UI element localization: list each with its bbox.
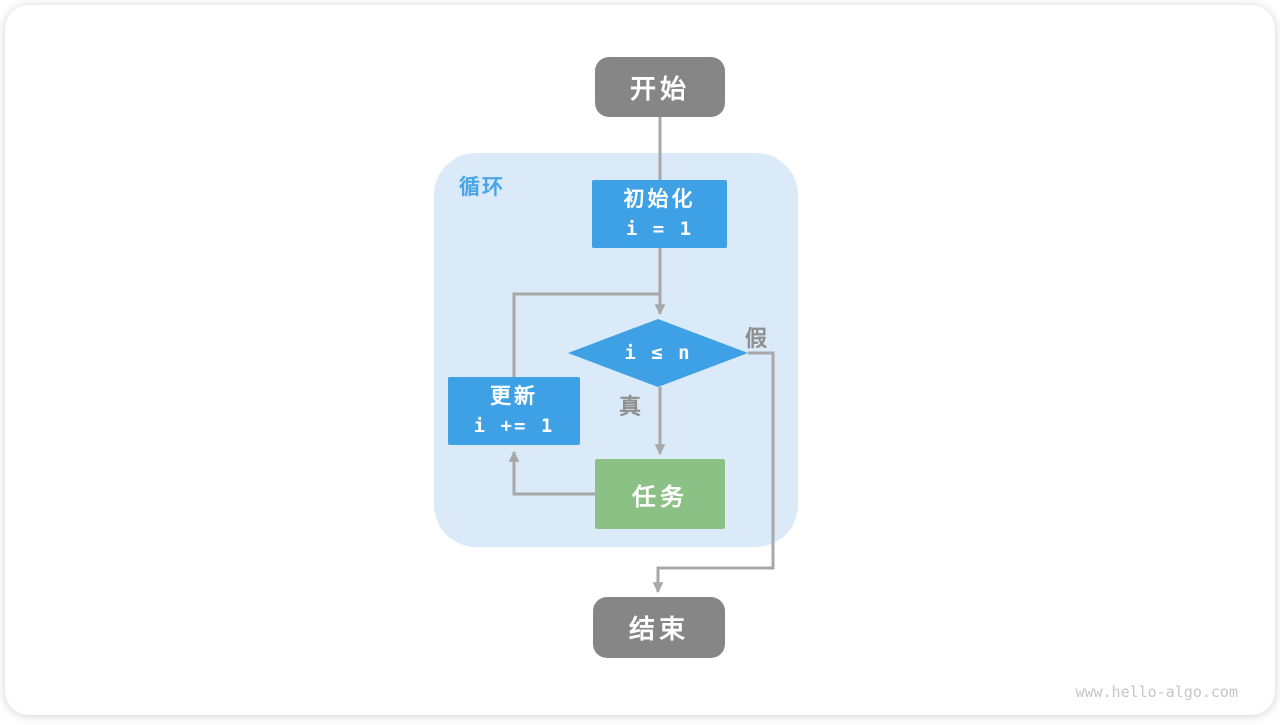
flowchart-canvas: 循环 开始 初始化 i = 1 i ≤ n 更新 i += bbox=[5, 5, 1280, 725]
node-update-code: i += 1 bbox=[473, 415, 555, 437]
edge-update-loopback bbox=[512, 292, 660, 377]
condition-diamond-shape bbox=[568, 319, 748, 387]
node-update-title: 更新 bbox=[490, 385, 538, 408]
flow-edges bbox=[508, 117, 775, 594]
page-card: 循环 开始 初始化 i = 1 i ≤ n 更新 i += bbox=[5, 5, 1275, 715]
node-end: 结束 bbox=[593, 597, 725, 658]
edge-label-true: 真 bbox=[619, 394, 642, 419]
node-condition: i ≤ n bbox=[568, 319, 748, 387]
node-init-code: i = 1 bbox=[625, 218, 694, 240]
node-condition-label: i ≤ n bbox=[624, 342, 692, 364]
loop-region-label: 循环 bbox=[459, 176, 505, 199]
watermark-text: www.hello-algo.com bbox=[1075, 683, 1238, 701]
edge-task-to-update bbox=[508, 450, 595, 496]
edge-condition-false-to-end bbox=[652, 351, 775, 594]
node-update: 更新 i += 1 bbox=[448, 377, 580, 445]
node-task: 任务 bbox=[595, 459, 725, 529]
edge-label-false: 假 bbox=[745, 326, 768, 351]
node-start: 开始 bbox=[595, 57, 725, 117]
node-init: 初始化 i = 1 bbox=[592, 180, 727, 248]
node-init-title: 初始化 bbox=[623, 188, 696, 211]
